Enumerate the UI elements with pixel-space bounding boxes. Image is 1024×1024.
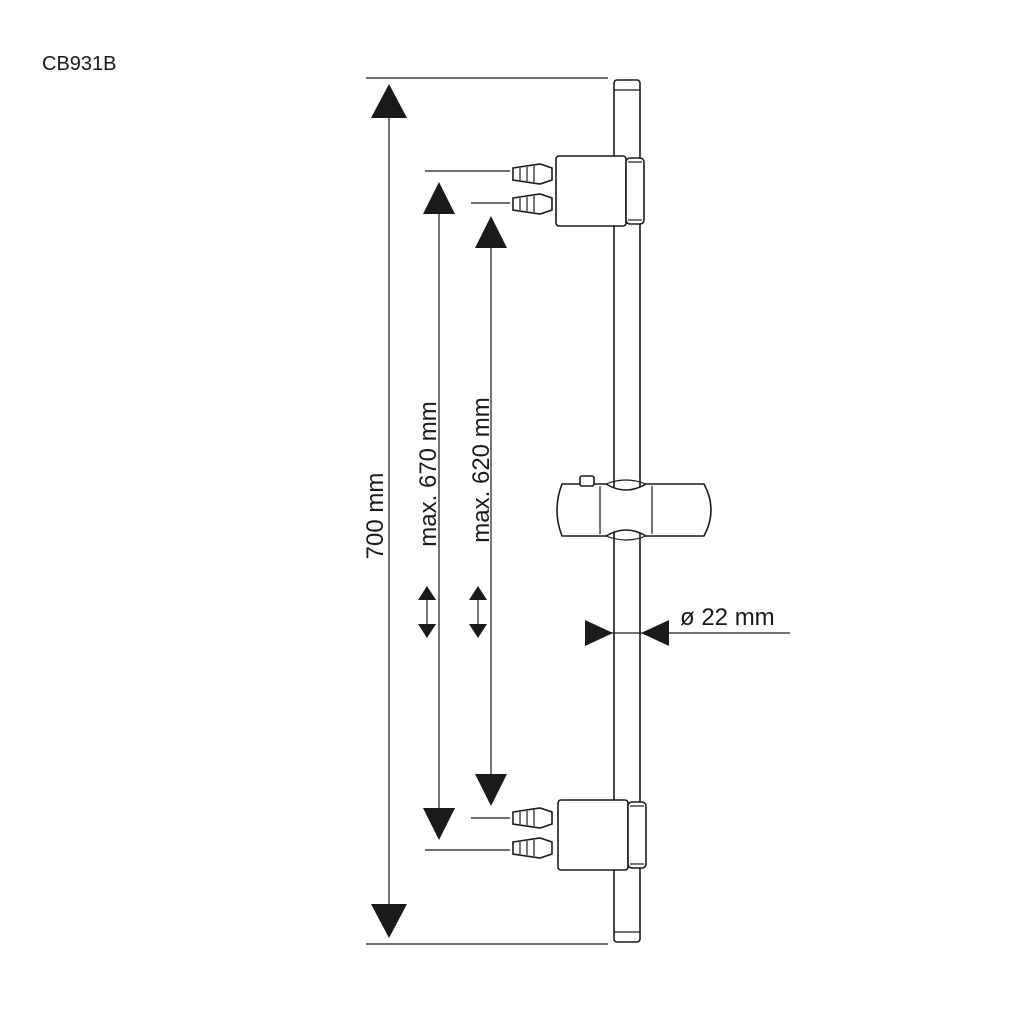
dimension-670mm-label: max. 670 mm — [415, 401, 442, 546]
adjust-arrow-670 — [418, 586, 436, 638]
dimension-670mm: max. 670 mm — [415, 182, 455, 840]
top-wall-anchor-upper — [512, 163, 553, 185]
dimension-diameter-label: ø 22 mm — [680, 604, 775, 631]
bottom-wall-anchor-upper — [512, 807, 553, 829]
product-code: CB931B — [42, 53, 117, 75]
top-wall-bracket — [555, 155, 645, 227]
dimension-700mm: 700 mm — [362, 84, 407, 938]
dimension-700mm-label: 700 mm — [362, 473, 389, 560]
top-wall-anchor-lower — [512, 193, 553, 215]
bottom-wall-bracket — [557, 799, 647, 871]
slider-holder — [556, 475, 712, 541]
bottom-wall-anchor-lower — [512, 837, 553, 859]
dimension-620mm-label: max. 620 mm — [468, 397, 495, 542]
dimension-620mm: max. 620 mm — [468, 216, 507, 806]
extension-lines — [366, 77, 608, 945]
adjust-arrow-620 — [469, 586, 487, 638]
dimension-diameter: ø 22 mm — [585, 604, 790, 646]
